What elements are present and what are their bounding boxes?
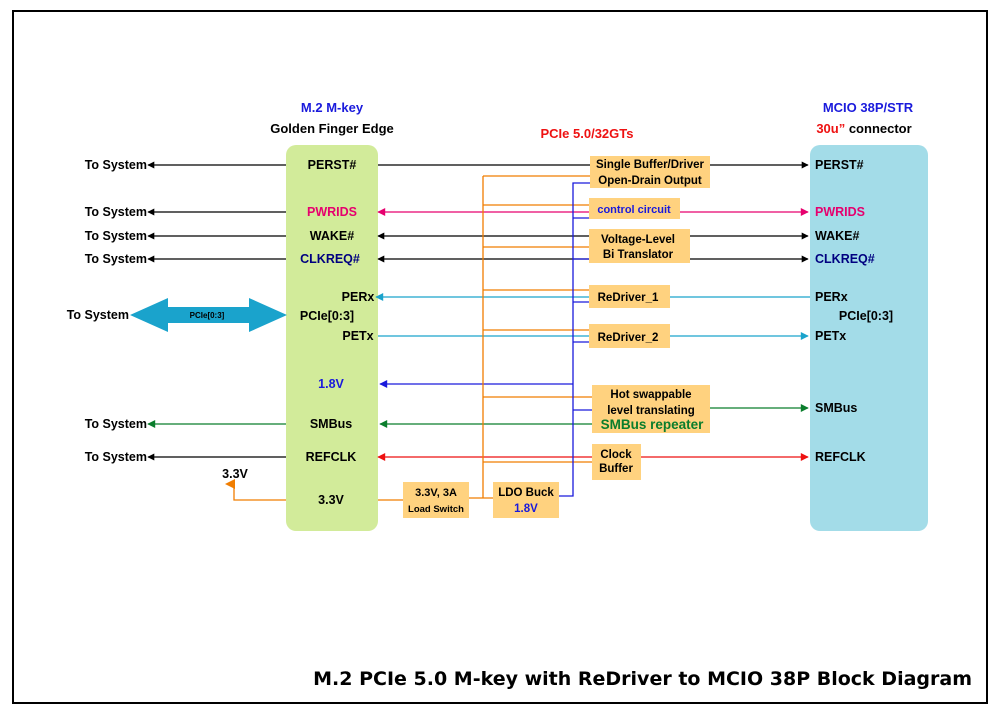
- hotswap-line2: level translating: [607, 405, 695, 417]
- system-label-smbus: To System: [85, 417, 147, 431]
- redriver-2-box: [589, 324, 670, 348]
- voltage-translator-line1: Voltage-Level: [601, 234, 675, 246]
- ldo-buck-box: [493, 482, 559, 518]
- m2-heading-1: M.2 M-key: [301, 100, 364, 115]
- redriver-2-label: ReDriver_2: [598, 332, 659, 344]
- buffer-box-line1: Single Buffer/Driver: [596, 159, 705, 171]
- load-switch-box: [403, 482, 469, 518]
- m2-pin-3v3: 3.3V: [318, 493, 344, 507]
- system-label-3v3: 3.3V: [222, 467, 248, 481]
- m2-pin-pcie: PCIe[0:3]: [300, 309, 354, 323]
- power-bus-3v3: [482, 175, 592, 498]
- buffer-box-line2: Open-Drain Output: [598, 175, 702, 187]
- mcio-pin-refclk: REFCLK: [815, 450, 866, 464]
- pcie-bus-label: PCIe[0:3]: [190, 311, 225, 320]
- clock-buffer-line2: Buffer: [599, 463, 633, 475]
- clock-buffer-line1: Clock: [600, 449, 632, 461]
- system-label-pcie: To System: [67, 308, 129, 322]
- redriver-1-label: ReDriver_1: [598, 292, 659, 304]
- mcio-pin-clkreq: CLKREQ#: [815, 252, 875, 266]
- m2-pin-pwrids: PWRIDS: [307, 205, 357, 219]
- mcio-pin-perst: PERST#: [815, 158, 864, 172]
- mcio-heading-2: 30u” connector: [816, 121, 911, 136]
- mcio-pin-perx: PERx: [815, 290, 848, 304]
- mcio-pin-petx: PETx: [815, 329, 846, 343]
- m2-connector-block: [286, 145, 378, 531]
- redriver-1-box: [589, 285, 670, 308]
- buffer-box: [590, 156, 710, 188]
- m2-pin-petx: PETx: [342, 329, 373, 343]
- system-label-perst: To System: [85, 158, 147, 172]
- system-label-wake: To System: [85, 229, 147, 243]
- m2-pin-smbus: SMBus: [310, 417, 352, 431]
- m2-pin-1v8: 1.8V: [318, 377, 344, 391]
- m2-pin-perx: PERx: [342, 290, 375, 304]
- speed-label: PCIe 5.0/32GTs: [541, 126, 634, 141]
- voltage-translator-line2: Bi Translator: [603, 249, 674, 261]
- system-label-clkreq: To System: [85, 252, 147, 266]
- mcio-pin-wake: WAKE#: [815, 229, 860, 243]
- mcio-pin-smbus: SMBus: [815, 401, 857, 415]
- hotswap-line1: Hot swappable: [610, 389, 691, 401]
- clock-buffer-box: [592, 444, 641, 480]
- m2-pin-clkreq: CLKREQ#: [300, 252, 360, 266]
- mcio-pin-pcie: PCIe[0:3]: [839, 309, 893, 323]
- mcio-connector-block: [810, 145, 928, 531]
- mcio-heading-2-micro: 30u”: [816, 121, 845, 136]
- mcio-heading-2-rest: connector: [845, 121, 911, 136]
- smbus-repeater-label: SMBus repeater: [601, 417, 705, 432]
- m2-pin-refclk: REFCLK: [306, 450, 357, 464]
- ldo-buck-line1: LDO Buck: [498, 487, 554, 499]
- mcio-pin-pwrids: PWRIDS: [815, 205, 865, 219]
- v33-out-line: [225, 479, 286, 501]
- control-circuit-label: control circuit: [597, 204, 671, 216]
- load-switch-line1: 3.3V, 3A: [415, 487, 457, 499]
- system-label-refclk: To System: [85, 450, 147, 464]
- m2-heading-2: Golden Finger Edge: [270, 121, 394, 136]
- load-switch-line2: Load Switch: [408, 504, 464, 515]
- pcie-bus-double-arrow: [130, 298, 287, 332]
- power-bus-1v8: [559, 182, 592, 497]
- m2-pin-perst: PERST#: [308, 158, 357, 172]
- m2-pin-wake: WAKE#: [310, 229, 355, 243]
- hotswap-box: [592, 385, 710, 433]
- diagram-title: M.2 PCIe 5.0 M-key with ReDriver to MCIO…: [313, 668, 972, 690]
- ldo-buck-line2: 1.8V: [514, 503, 538, 515]
- mcio-heading-1: MCIO 38P/STR: [823, 100, 914, 115]
- system-label-pwrids: To System: [85, 205, 147, 219]
- control-circuit-box: [589, 198, 680, 219]
- voltage-translator-box: [589, 229, 690, 263]
